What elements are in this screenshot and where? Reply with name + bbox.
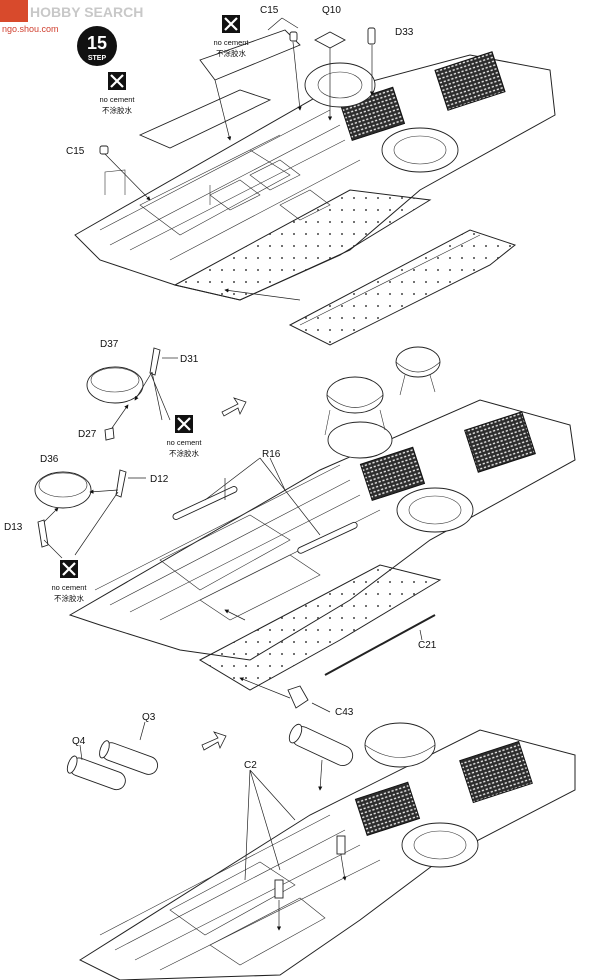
label-r16: R16 <box>262 449 281 460</box>
svg-text:不涂胶水: 不涂胶水 <box>102 105 132 115</box>
label-d36: D36 <box>40 454 59 465</box>
label-c43: C43 <box>335 707 354 718</box>
hull-body <box>74 54 556 301</box>
step-number: 15 <box>87 33 107 53</box>
svg-text:no cement: no cement <box>166 438 202 447</box>
label-d13: D13 <box>4 522 23 533</box>
part-d37-hatch <box>86 366 144 404</box>
part-d33 <box>367 27 376 45</box>
part-q10 <box>314 31 346 49</box>
label-q10: Q10 <box>322 5 341 16</box>
hatch-ring-front <box>381 127 459 173</box>
engine-grate-right <box>464 411 536 473</box>
svg-text:no cement: no cement <box>213 38 249 47</box>
hatch-ring-front <box>401 822 479 868</box>
hull-view-1 <box>74 17 556 346</box>
side-skirt-panel <box>288 229 517 346</box>
part-c21-rod <box>324 614 436 676</box>
watermark-logo-icon <box>0 0 28 22</box>
hull-view-3 <box>78 722 576 980</box>
svg-text:no cement: no cement <box>51 583 87 592</box>
watermark-brand: HOBBY SEARCH <box>30 4 143 20</box>
hatch-subassembly-d36 <box>34 469 146 559</box>
part-d27 <box>104 427 115 441</box>
label-c15-top: C15 <box>260 5 279 16</box>
engine-grate-right <box>434 51 506 111</box>
hatch-subassembly-d37 <box>86 347 178 441</box>
step-word: STEP <box>88 55 107 62</box>
hull-body <box>68 399 576 661</box>
svg-text:不涂胶水: 不涂胶水 <box>216 48 246 58</box>
no-cement-note-1: no cement 不涂胶水 <box>213 15 249 58</box>
svg-text:不涂胶水: 不涂胶水 <box>169 448 199 458</box>
part-c15-top <box>289 31 298 42</box>
step-badge: 15 STEP <box>77 26 117 66</box>
tube-subassembly <box>66 721 159 791</box>
svg-text:不涂胶水: 不涂胶水 <box>54 593 84 603</box>
watermark-site: ngo.shou.com <box>2 24 59 34</box>
label-d37: D37 <box>100 339 119 350</box>
deck-plate-part <box>138 89 272 149</box>
svg-text:no cement: no cement <box>99 95 135 104</box>
engine-grate-left <box>359 446 426 502</box>
turret-ring-rear <box>304 62 376 108</box>
hull-view-2 <box>68 346 576 713</box>
part-d31 <box>149 347 161 376</box>
part-c43 <box>287 685 309 709</box>
part-q3-installed <box>288 723 354 767</box>
watermark: HOBBY SEARCH ngo.shou.com <box>0 0 143 34</box>
engine-grate-left <box>354 781 421 837</box>
part-c2-2 <box>336 835 346 855</box>
part-q4 <box>66 755 126 791</box>
label-q3: Q3 <box>142 712 156 723</box>
no-cement-note-2: no cement 不涂胶水 <box>99 72 135 115</box>
turret-dome <box>364 722 436 768</box>
label-c2: C2 <box>244 760 257 771</box>
hull-side-plate <box>198 564 442 691</box>
hatch-cover-open-right <box>395 346 441 378</box>
part-d12 <box>115 469 127 498</box>
no-cement-note-3: no cement 不涂胶水 <box>166 415 202 458</box>
deck-plate-top <box>199 29 301 81</box>
step-badge-circle <box>77 26 117 66</box>
label-d31: D31 <box>180 354 199 365</box>
engine-grate-right <box>459 740 533 804</box>
no-cement-note-4: no cement 不涂胶水 <box>51 560 87 603</box>
part-d13 <box>37 519 49 548</box>
part-r16-bar-2 <box>297 521 358 554</box>
turret-ring <box>327 421 393 459</box>
label-q4: Q4 <box>72 736 86 747</box>
label-d33: D33 <box>395 27 414 38</box>
part-q3 <box>99 740 159 775</box>
next-view-arrow-icon <box>221 397 247 417</box>
label-c15-left: C15 <box>66 146 85 157</box>
hull-side-plate <box>173 189 432 301</box>
next-view-arrow-icon <box>201 731 227 751</box>
hatch-ring-front <box>396 487 474 533</box>
part-c2-1 <box>274 879 284 899</box>
hull-body <box>78 729 576 980</box>
part-d36-hatch <box>34 471 92 509</box>
label-d12: D12 <box>150 474 169 485</box>
part-c15-left <box>99 145 109 155</box>
label-c21: C21 <box>418 640 437 651</box>
part-r16-bar-1 <box>172 486 238 520</box>
label-d27: D27 <box>78 429 97 440</box>
